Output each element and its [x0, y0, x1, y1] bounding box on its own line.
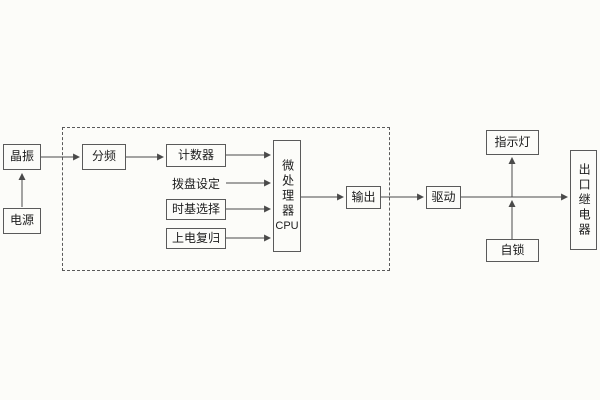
cpu-sub-label: CPU — [275, 220, 299, 233]
block-power-on-reset: 上电复归 — [166, 228, 226, 249]
block-crystal-oscillator: 晶振 — [3, 144, 41, 170]
block-power-supply: 电源 — [3, 208, 41, 234]
block-frequency-divider: 分频 — [82, 144, 126, 170]
dashed-module-boundary — [62, 127, 390, 271]
block-drive: 驱动 — [426, 186, 461, 209]
relay-vertical-label: 出口继电器 — [577, 162, 592, 238]
block-output-relay: 出口继电器 — [570, 150, 597, 250]
block-indicator-lamp: 指示灯 — [486, 130, 539, 155]
cpu-vertical-label: 微处理器 — [280, 159, 295, 220]
block-self-lock: 自锁 — [486, 239, 539, 262]
block-timebase-select: 时基选择 — [166, 199, 226, 220]
block-microprocessor-cpu: 微处理器 CPU — [273, 140, 301, 252]
block-output: 输出 — [346, 186, 381, 209]
label-dial-setting: 拨盘设定 — [171, 176, 220, 191]
block-counter: 计数器 — [166, 144, 226, 167]
